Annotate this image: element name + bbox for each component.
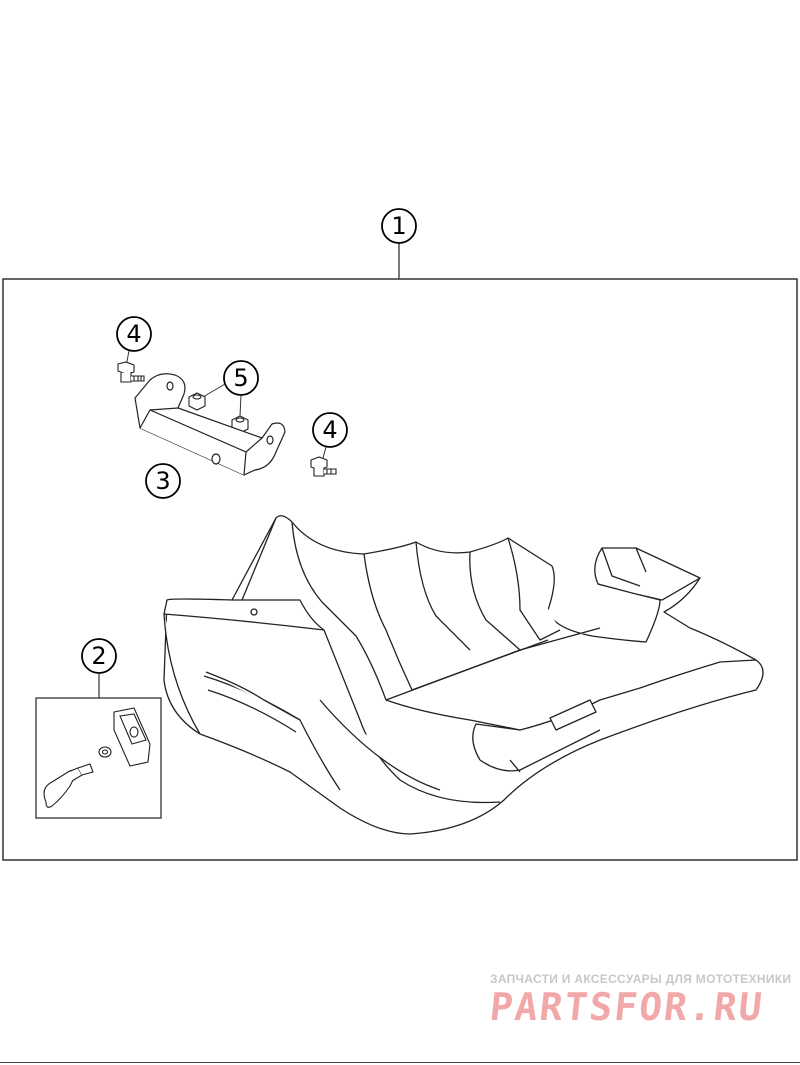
callout-4-left[interactable]: 4 [116, 316, 152, 352]
washer-icon [98, 746, 112, 758]
nut-icon [188, 392, 206, 411]
callout-5[interactable]: 5 [223, 360, 259, 396]
callout-2[interactable]: 2 [81, 638, 117, 674]
callout-2-label: 2 [91, 642, 106, 670]
callout-3[interactable]: 3 [145, 463, 181, 499]
callout-4-right[interactable]: 4 [312, 412, 348, 448]
watermark-subtitle: ЗАПЧАСТИ И АКСЕССУАРЫ ДЛЯ МОТОТЕХНИКИ [490, 972, 792, 986]
callout-4-left-label: 4 [126, 320, 141, 348]
watermark-logo: PARTSFOR.RU [487, 985, 766, 1029]
kit-2-frame [35, 697, 162, 819]
bracket-icon [134, 373, 286, 476]
callout-1-label: 1 [391, 212, 406, 240]
bolt-icon [117, 361, 145, 383]
bolt-icon [310, 456, 337, 477]
spring-clip-icon [113, 707, 151, 767]
quarter-turn-fastener-icon [43, 763, 94, 808]
callout-3-label: 3 [155, 467, 170, 495]
callout-1[interactable]: 1 [381, 208, 417, 244]
skid-plate-icon [163, 515, 764, 835]
assembly-frame [2, 278, 798, 861]
callout-4-right-label: 4 [322, 416, 337, 444]
callout-5-label: 5 [233, 364, 248, 392]
page-footer-divider [0, 1062, 800, 1063]
